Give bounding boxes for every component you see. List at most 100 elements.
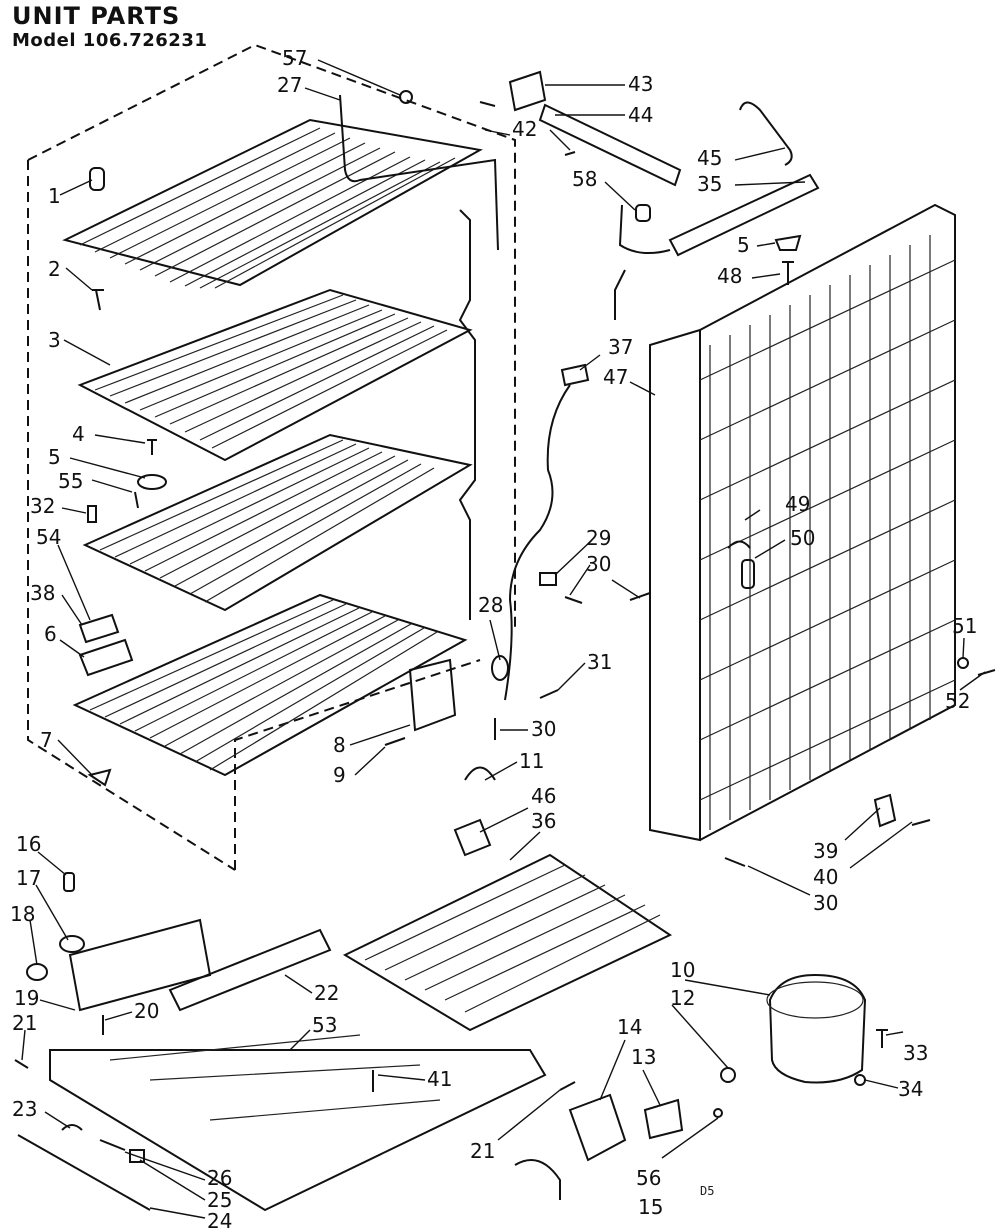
callout-42: 42 bbox=[512, 117, 537, 141]
part-44-bar bbox=[538, 103, 682, 187]
callout-20: 20 bbox=[134, 999, 159, 1023]
part-43-bracket bbox=[508, 70, 547, 112]
part-45-tube bbox=[739, 101, 793, 166]
callout-19: 19 bbox=[14, 986, 39, 1010]
part-49-clip bbox=[727, 540, 751, 549]
callout-12: 12 bbox=[670, 986, 695, 1010]
part-51-washer bbox=[957, 657, 969, 669]
callout-30-a: 30 bbox=[586, 552, 611, 576]
callout-37: 37 bbox=[608, 335, 633, 359]
part-4-screw bbox=[147, 439, 157, 455]
callout-3: 3 bbox=[48, 328, 61, 352]
callout-16: 16 bbox=[16, 832, 41, 856]
callout-41: 41 bbox=[427, 1067, 452, 1091]
callout-5-clip: 5 bbox=[48, 445, 61, 469]
callout-58: 58 bbox=[572, 167, 597, 191]
part-30-screw-c bbox=[629, 592, 651, 601]
part-5-clamp bbox=[774, 234, 802, 251]
callout-21-a: 21 bbox=[12, 1011, 37, 1035]
part-29-connector bbox=[539, 572, 557, 586]
evaporator-shelf-3 bbox=[82, 433, 473, 612]
callout-11: 11 bbox=[519, 749, 544, 773]
callout-36: 36 bbox=[531, 809, 556, 833]
part-1-cap bbox=[89, 167, 105, 191]
callout-21-b: 21 bbox=[470, 1139, 495, 1163]
part-57-fitting bbox=[399, 90, 413, 104]
part-30-screw-a bbox=[564, 596, 583, 604]
callout-labels: 57 27 43 44 42 45 35 58 5 48 1 2 3 37 47… bbox=[10, 46, 977, 1230]
part-26-screw bbox=[99, 1139, 126, 1151]
part-19-drain-pan bbox=[68, 918, 212, 1012]
part-56-screw bbox=[713, 1108, 723, 1118]
part-42-screws bbox=[479, 101, 576, 156]
callout-52: 52 bbox=[945, 689, 970, 713]
callout-15: 15 bbox=[638, 1195, 663, 1219]
callout-56: 56 bbox=[636, 1166, 661, 1190]
refrigerant-tubing bbox=[339, 94, 499, 620]
callout-13: 13 bbox=[631, 1045, 656, 1069]
part-15-wire bbox=[514, 1159, 561, 1200]
callout-49: 49 bbox=[785, 492, 810, 516]
callout-57: 57 bbox=[282, 46, 307, 70]
capillary-tube bbox=[614, 204, 671, 320]
callout-10: 10 bbox=[670, 958, 695, 982]
callout-5-clamp: 5 bbox=[737, 233, 750, 257]
part-30-screw-d bbox=[724, 857, 746, 867]
callout-30-b: 30 bbox=[531, 717, 556, 741]
part-21-screw-a bbox=[14, 1059, 29, 1069]
callout-31: 31 bbox=[587, 650, 612, 674]
callout-26: 26 bbox=[207, 1166, 232, 1190]
evaporator-shelf-1 bbox=[62, 118, 483, 289]
callout-18: 18 bbox=[10, 902, 35, 926]
callout-45: 45 bbox=[697, 146, 722, 170]
callout-7: 7 bbox=[40, 728, 53, 752]
callout-2: 2 bbox=[48, 257, 61, 281]
cabinet-outline bbox=[27, 43, 516, 871]
callout-1: 1 bbox=[48, 184, 61, 208]
part-38-bracket bbox=[78, 613, 120, 644]
part-39-clamp bbox=[873, 793, 897, 828]
leader-lines bbox=[21, 59, 986, 1219]
callout-8: 8 bbox=[333, 733, 346, 757]
part-11-clamp bbox=[464, 766, 496, 781]
part-16-screw bbox=[63, 872, 75, 892]
part-35-drier bbox=[668, 173, 820, 257]
callout-47: 47 bbox=[603, 365, 628, 389]
part-58-grommet bbox=[635, 204, 651, 222]
part-10-compressor bbox=[766, 973, 867, 1084]
callout-54: 54 bbox=[36, 525, 61, 549]
part-18-bumper bbox=[26, 963, 48, 981]
part-55-screw bbox=[134, 491, 139, 509]
part-5-clip bbox=[137, 474, 167, 490]
evaporator-shelf-4 bbox=[72, 593, 468, 777]
callout-40: 40 bbox=[813, 865, 838, 889]
part-6-bracket bbox=[78, 638, 134, 677]
part-28-clip bbox=[491, 655, 509, 681]
part-22-rail bbox=[168, 928, 332, 1012]
callout-35: 35 bbox=[697, 172, 722, 196]
callout-6: 6 bbox=[44, 622, 57, 646]
part-2-screw bbox=[92, 289, 104, 311]
callout-51: 51 bbox=[952, 614, 977, 638]
part-34-grommet bbox=[854, 1074, 866, 1086]
evaporator-shelf-2 bbox=[77, 288, 473, 462]
callout-50: 50 bbox=[790, 526, 815, 550]
callout-28: 28 bbox=[478, 593, 503, 617]
callout-38: 38 bbox=[30, 581, 55, 605]
callout-22: 22 bbox=[314, 981, 339, 1005]
part-46-grommet bbox=[453, 818, 492, 857]
callout-44: 44 bbox=[628, 103, 653, 127]
diagram-title: UNIT PARTS bbox=[12, 2, 181, 30]
part-47-condenser bbox=[649, 203, 956, 842]
part-33-screw bbox=[876, 1029, 888, 1048]
part-21-screw-b bbox=[559, 1081, 576, 1091]
callout-55: 55 bbox=[58, 469, 83, 493]
callout-43: 43 bbox=[628, 72, 653, 96]
wire-harness bbox=[504, 384, 571, 701]
callout-53: 53 bbox=[312, 1013, 337, 1037]
part-31-screw bbox=[539, 689, 559, 699]
part-14-cover bbox=[568, 1093, 627, 1162]
part-13-relay bbox=[643, 1098, 684, 1140]
diagram-code: D5 bbox=[700, 1184, 715, 1198]
